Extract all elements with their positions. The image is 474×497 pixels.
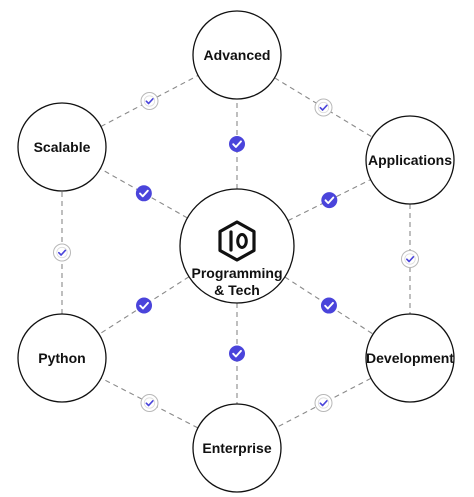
center-label-line-1: Programming: [191, 265, 282, 281]
node-label-enterprise: Enterprise: [202, 440, 271, 456]
check-icon: [140, 92, 159, 110]
node-label-scalable: Scalable: [34, 139, 91, 155]
node-label-python: Python: [38, 350, 85, 366]
check-icon: [135, 185, 152, 202]
node-circle: [365, 313, 455, 403]
check-icon: [229, 136, 245, 152]
node-circle: [192, 403, 282, 493]
node-circle: [17, 313, 107, 403]
node-label-advanced: Advanced: [204, 47, 271, 63]
check-markers: [53, 92, 419, 412]
check-icon: [314, 98, 333, 117]
node-circle: [192, 10, 282, 100]
node-scalable: Scalable: [17, 102, 107, 192]
check-icon: [321, 192, 338, 209]
check-icon: [53, 243, 71, 262]
center-node: Programming & Tech: [179, 188, 295, 304]
hexagon-logo-icon: [218, 220, 256, 262]
node-label-development: Development: [366, 350, 454, 366]
check-icon: [320, 297, 337, 314]
node-applications: Applications: [365, 115, 455, 205]
center-label-line-2: & Tech: [214, 282, 260, 298]
node-enterprise: Enterprise: [192, 403, 282, 493]
node-circle: [365, 115, 455, 205]
node-advanced: Advanced: [192, 10, 282, 100]
node-label-applications: Applications: [368, 152, 452, 168]
check-icon: [314, 394, 333, 412]
check-icon: [140, 394, 159, 412]
node-python: Python: [17, 313, 107, 403]
check-icon: [136, 297, 153, 314]
node-development: Development: [365, 313, 455, 403]
check-icon: [229, 345, 245, 362]
spoke-line-scalable: [100, 168, 188, 219]
node-circle: [17, 102, 107, 192]
center-circle: [179, 188, 295, 304]
check-icon: [401, 250, 419, 268]
nodes: AdvancedApplicationsDevelopmentEnterpris…: [17, 10, 455, 493]
